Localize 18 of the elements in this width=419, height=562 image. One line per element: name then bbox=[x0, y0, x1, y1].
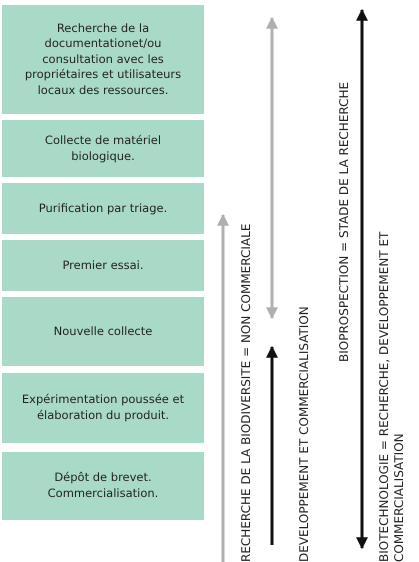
step-text: Expérimentation poussée et élaboration du produit. bbox=[20, 392, 186, 424]
step-text: Premier essai. bbox=[62, 258, 144, 274]
step-box bbox=[2, 183, 204, 234]
step-box bbox=[2, 297, 204, 366]
step-box bbox=[2, 373, 204, 443]
step-box bbox=[2, 5, 204, 114]
step-text: Dépôt de brevet. Commercialisation. bbox=[46, 470, 160, 502]
span-label: BIOTECHNOLOGIE = RECHERCHE, DEVELOPPEMENT ET COMMERCIALISATION bbox=[377, 230, 407, 562]
step-text: Nouvelle collecte bbox=[54, 324, 152, 340]
step-box bbox=[2, 452, 204, 520]
span-label: DEVELOPPEMENT ET COMMERCIALISATION bbox=[297, 305, 312, 562]
step-box bbox=[2, 240, 204, 291]
step-box bbox=[2, 120, 204, 177]
step-text: Recherche de la documentationet/ou consultation avec les propriétaires et utilisateurs locaux des ressources. bbox=[24, 20, 182, 98]
step-text: Collecte de matériel biologique. bbox=[44, 132, 162, 164]
span-label: BIOPROSPECTION = STADE DE LA RECHERCHE bbox=[337, 80, 352, 362]
step-text: Purification par triage. bbox=[38, 200, 168, 216]
span-label: RECHERCHE DE LA BIODIVERSITE = NON COMMERCIALE bbox=[239, 222, 254, 562]
